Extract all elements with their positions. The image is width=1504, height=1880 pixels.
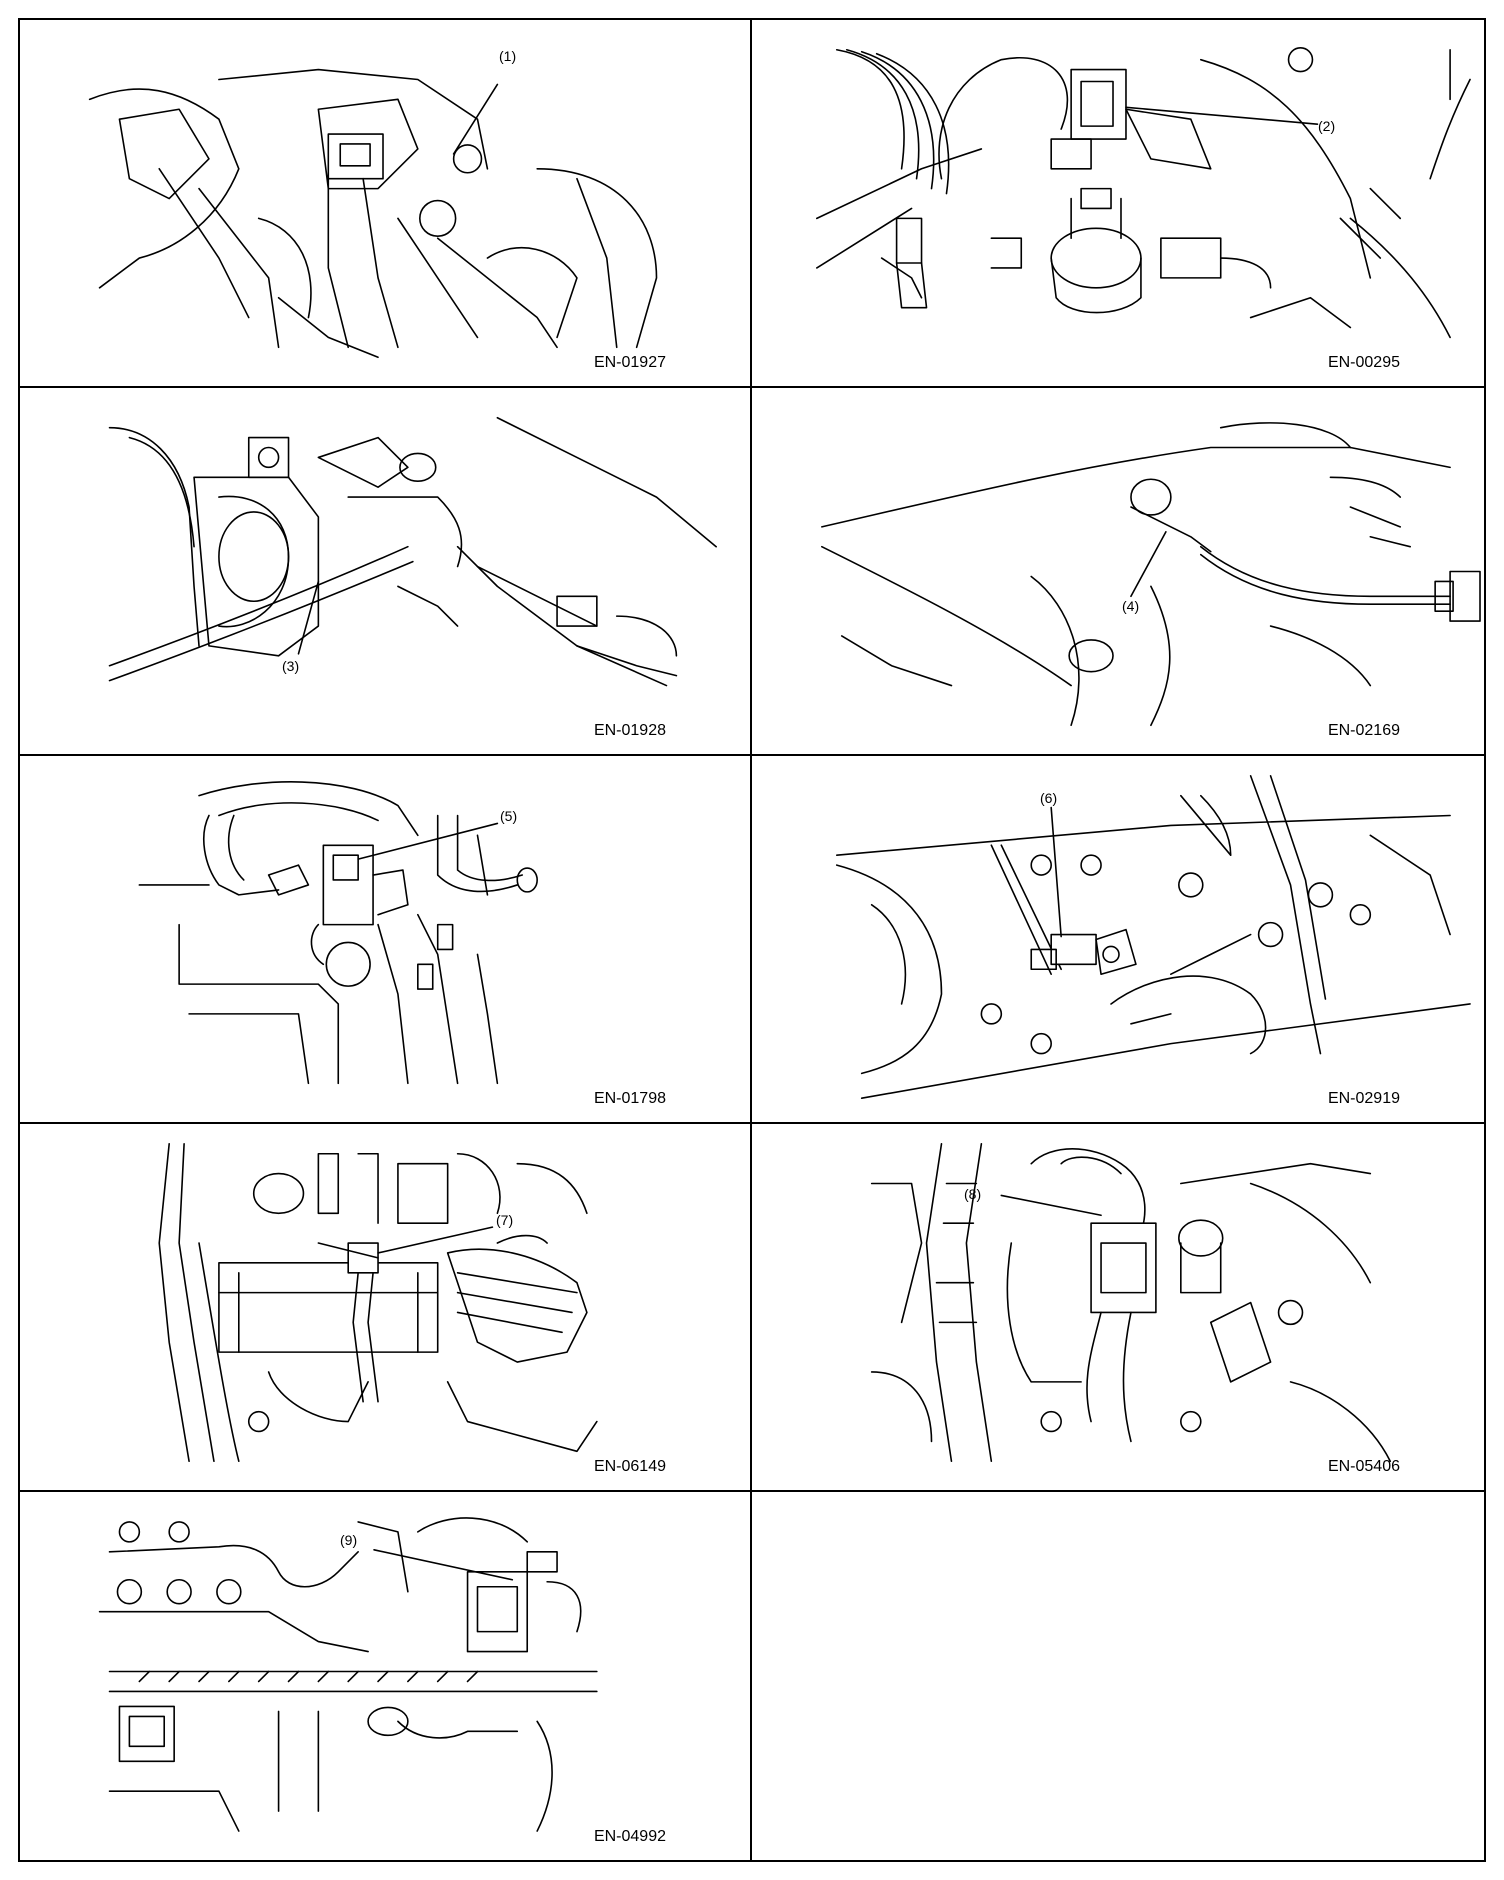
callout-label: (1) [499, 48, 517, 64]
panel-4: (4) EN-02169 [752, 388, 1484, 756]
panel-7: (7) EN-06149 [20, 1124, 752, 1492]
engine-illustration-5 [20, 756, 750, 1122]
callout-label: (6) [1040, 790, 1058, 806]
callout-label: (4) [1122, 598, 1140, 614]
panel-6: (6) EN-02919 [752, 756, 1484, 1124]
callout-label: (3) [282, 658, 300, 674]
engine-illustration-9 [20, 1492, 750, 1860]
figure-code: EN-05406 [1327, 1458, 1400, 1475]
figure-grid: (1) EN-01927 [18, 18, 1486, 1862]
figure-code: EN-01928 [593, 722, 666, 739]
panel-10-empty [752, 1492, 1484, 1860]
engine-illustration-4 [752, 388, 1484, 754]
figure-code: EN-04992 [593, 1828, 666, 1845]
panel-2: (2) EN-00295 [752, 20, 1484, 388]
figure-code: EN-01927 [593, 354, 666, 371]
engine-illustration-6 [752, 756, 1484, 1122]
figure-code: EN-00295 [1327, 354, 1400, 371]
figure-code: EN-06149 [593, 1458, 666, 1475]
callout-label: (8) [964, 1186, 982, 1202]
panel-9: (9) EN-04992 [20, 1492, 752, 1860]
engine-illustration-1 [20, 20, 750, 386]
callout-label: (9) [340, 1532, 358, 1548]
engine-illustration-8 [752, 1124, 1484, 1490]
panel-3: (3) EN-01928 [20, 388, 752, 756]
panel-8: (8) EN-05406 [752, 1124, 1484, 1492]
figure-code: EN-02169 [1327, 722, 1400, 739]
engine-illustration-3 [20, 388, 750, 754]
engine-illustration-2 [752, 20, 1484, 386]
panel-5: (5) EN-01798 [20, 756, 752, 1124]
callout-label: (7) [496, 1212, 514, 1228]
figure-code: EN-02919 [1327, 1090, 1400, 1107]
callout-label: (2) [1318, 118, 1336, 134]
figure-code: EN-01798 [593, 1090, 666, 1107]
panel-1: (1) EN-01927 [20, 20, 752, 388]
engine-illustration-7 [20, 1124, 750, 1490]
callout-label: (5) [500, 808, 518, 824]
